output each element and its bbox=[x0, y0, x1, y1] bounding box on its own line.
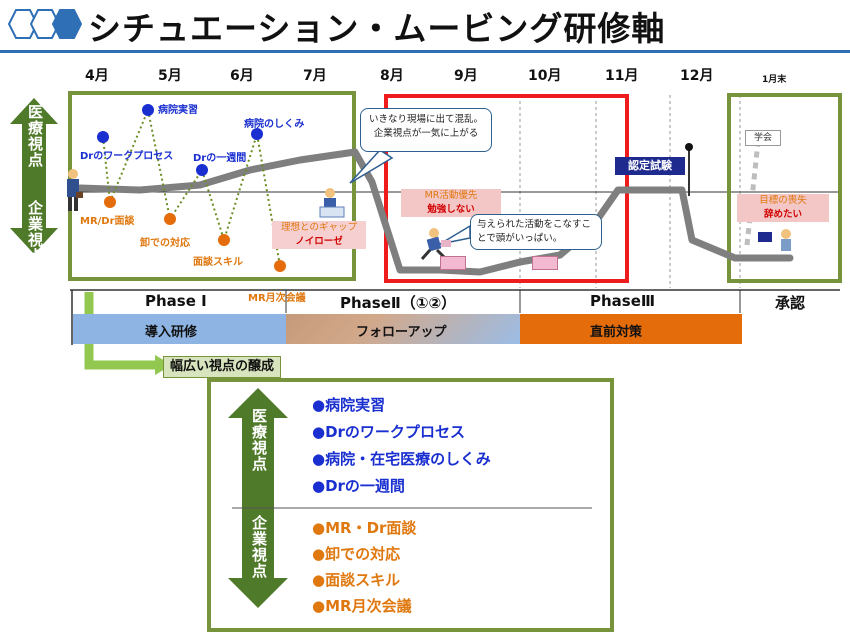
goal-loss-label: 目標の喪失 bbox=[759, 195, 807, 206]
callout-busy: 与えられた活動をこなすこ とで頭がいっぱい。 bbox=[470, 214, 602, 250]
label-hospital-system: 病院のしくみ bbox=[244, 119, 305, 130]
band-intro bbox=[73, 314, 286, 344]
legend-corporate-4: ●MR月次会議 bbox=[312, 597, 412, 615]
approval-label: 承認 bbox=[775, 294, 806, 312]
month-10: 10月 bbox=[528, 68, 562, 84]
month-8: 8月 bbox=[380, 68, 404, 84]
dot-wholesaler bbox=[164, 213, 176, 225]
legend-corporate-label: 企業視点 bbox=[250, 515, 268, 579]
dot-hospital-training bbox=[142, 104, 154, 116]
legend-medical-4: ●Drの一週間 bbox=[312, 477, 405, 495]
band-final bbox=[520, 314, 742, 344]
gap-label-2: ノイローゼ bbox=[295, 236, 343, 247]
band-intro-label: 導入研修 bbox=[145, 325, 198, 340]
dot-dr-week bbox=[196, 164, 208, 176]
phase-3-label: PhaseⅢ bbox=[590, 292, 656, 310]
month-12: 12月 bbox=[680, 68, 714, 84]
legend-medical-label: 医療視点 bbox=[250, 408, 268, 472]
papers-icon-2 bbox=[532, 256, 558, 270]
mr-priority-label: MR活動優先 bbox=[424, 190, 478, 201]
gap-label-1: 理想とのギャップ bbox=[281, 222, 357, 233]
band-final-label: 直前対策 bbox=[590, 325, 643, 340]
callout-confusion-line2: 企業視点が一気に上がる bbox=[373, 128, 479, 139]
label-hospital-training: 病院実習 bbox=[158, 105, 198, 116]
label-wholesaler: 卸での対応 bbox=[140, 238, 190, 249]
month-4: 4月 bbox=[85, 68, 109, 84]
title-underline bbox=[0, 50, 850, 53]
dot-dr-workprocess bbox=[97, 131, 109, 143]
legend-corporate-1: ●MR・Dr面談 bbox=[312, 519, 417, 537]
dot-mr-monthly bbox=[274, 260, 286, 272]
no-study-label: 勉強しない bbox=[427, 204, 475, 215]
band-follow bbox=[286, 314, 520, 344]
dot-hospital-system bbox=[251, 128, 263, 140]
want-quit-label: 辞めたい bbox=[763, 209, 802, 220]
mr-priority-box: MR活動優先 勉強しない bbox=[401, 189, 501, 217]
dot-mr-dr-meeting bbox=[104, 196, 116, 208]
month-5: 5月 bbox=[158, 68, 182, 84]
month-end: 1月末 bbox=[762, 75, 787, 85]
phase-1-label: Phase Ⅰ bbox=[145, 292, 207, 310]
running-person-icon bbox=[414, 226, 454, 262]
label-interview-skill: 面談スキル bbox=[193, 257, 243, 268]
legend-medical-1: ●病院実習 bbox=[312, 396, 386, 414]
label-mr-dr-meeting: MR/Dr面談 bbox=[80, 216, 135, 227]
month-11: 11月 bbox=[605, 68, 639, 84]
businessman-icon bbox=[63, 168, 83, 212]
callout-busy-line1: 与えられた活動をこなすこ bbox=[477, 219, 592, 230]
papers-icon bbox=[440, 256, 466, 270]
callout-confusion: いきなり現場に出て混乱。 企業視点が一気に上がる bbox=[360, 108, 492, 152]
dot-interview-skill bbox=[218, 234, 230, 246]
gap-box: 理想とのギャップ ノイローゼ bbox=[272, 221, 366, 249]
legend-corporate-2: ●卸での対応 bbox=[312, 545, 401, 563]
legend-corporate-3: ●面談スキル bbox=[312, 571, 401, 589]
month-7: 7月 bbox=[303, 68, 327, 84]
callout-confusion-line1: いきなり現場に出て混乱。 bbox=[368, 114, 483, 125]
academic-society-label: 学会 bbox=[745, 130, 781, 146]
legend-medical-2: ●Drのワークプロセス bbox=[312, 423, 465, 441]
month-9: 9月 bbox=[454, 68, 478, 84]
band-follow-label: フォローアップ bbox=[356, 325, 447, 340]
cert-exam-flag: 認定試験 bbox=[615, 157, 685, 175]
goal-loss-box: 目標の喪失 辞めたい bbox=[737, 194, 829, 222]
label-mr-monthly: MR月次会議 bbox=[248, 293, 306, 304]
broad-view-label: 幅広い視点の醸成 bbox=[163, 356, 282, 378]
medical-viewpoint-label: 医療視点 bbox=[26, 104, 44, 168]
label-dr-week: Drの一週間 bbox=[193, 153, 247, 164]
page-title: シチュエーション・ムービング研修軸 bbox=[88, 9, 666, 48]
month-6: 6月 bbox=[230, 68, 254, 84]
stressed-person-icon bbox=[318, 185, 346, 219]
callout-busy-line2: とで頭がいっぱい。 bbox=[477, 233, 563, 244]
phase-2-label: PhaseⅡ（①②） bbox=[340, 294, 457, 312]
corporate-viewpoint-label: 企業視点 bbox=[26, 200, 44, 264]
depressed-person-icon bbox=[756, 226, 800, 256]
label-dr-workprocess: Drのワークプロセス bbox=[80, 151, 174, 162]
logo-icon bbox=[4, 6, 84, 46]
legend-medical-3: ●病院・在宅医療のしくみ bbox=[312, 450, 491, 468]
